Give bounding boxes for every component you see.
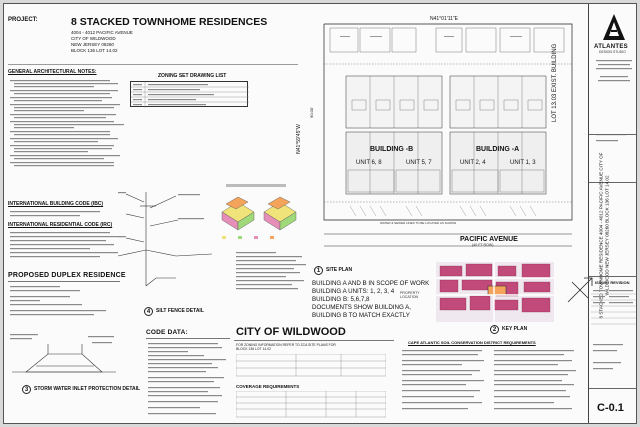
scope-of-work: BUILDING A AND B IN SCOPE OF WORK BUILDI… — [312, 280, 430, 324]
divider — [234, 340, 394, 341]
project-title: 8 STACKED TOWNHOME RESIDENCES — [71, 16, 268, 28]
inlet-protection-drawing — [10, 334, 116, 373]
site-plan-label: SITE PLAN — [326, 267, 353, 273]
project-address-4: BLOCK 136 LOT 14.02 — [71, 48, 118, 53]
firm-subtitle: DESIGN STUDIO — [599, 50, 626, 54]
drawing-sheet: PROJECT: 8 STACKED TOWNHOME RESIDENCES 4… — [3, 3, 637, 424]
project-address-2: CITY OF WILDWOOD — [71, 36, 116, 41]
site-plan-caption: 1 SITE PLAN — [314, 266, 374, 276]
ibc-text — [10, 211, 100, 217]
inlet-detail-number: 3 — [22, 385, 31, 394]
project-address-1: 4004 - 4012 PACIFIC AVENUE — [71, 30, 133, 35]
colored-unit-diagram — [221, 184, 297, 239]
divider — [589, 388, 636, 389]
key-plan-caption: PROPERTY LOCATION — [400, 291, 420, 299]
divider — [589, 276, 636, 277]
ibc-heading: INTERNATIONAL BUILDING CODE (IBC) — [8, 201, 104, 207]
scope-line-3: BUILDING B: 5,6,7,8 — [312, 296, 370, 303]
unit-label-2-4: UNIT 2, 4 — [460, 160, 486, 166]
title-strip: ATLANTES DESIGN STUDIO 8 STACKED TOWNHOM… — [588, 4, 636, 423]
project-address-3: NEW JERSEY 08260 — [71, 42, 114, 47]
sheet-number: C-0.1 — [597, 402, 624, 414]
site-plan: N41°01'11"E N41°59'45"W 90.00' LOT 13.03… — [296, 6, 582, 250]
drawing-list-rows — [131, 82, 249, 108]
site-plan-number: 1 — [314, 266, 323, 275]
issue-revision-heading: ISSUE / REVISION — [595, 280, 630, 285]
key-plan-label: KEY PLAN — [502, 326, 528, 332]
divider — [8, 281, 120, 282]
building-b-label: BUILDING -B — [370, 146, 414, 153]
irc-text — [10, 232, 122, 258]
city-heading: CITY OF WILDWOOD — [236, 326, 346, 338]
inlet-caption: 3 STORM WATER INLET PROTECTION DETAIL — [22, 385, 142, 395]
scope-line-2: BUILDING A UNITS: 1, 2, 3, 4 — [312, 288, 395, 295]
coverage-heading: COVERAGE REQUIREMENTS — [236, 384, 300, 389]
capa-text — [402, 350, 576, 410]
project-label: PROJECT: — [8, 17, 38, 23]
building-key-diagram — [218, 182, 310, 246]
key-plan-drawing — [436, 262, 554, 322]
silt-fence-drawing — [117, 192, 213, 287]
proposed-duplex-heading: PROPOSED DUPLEX RESIDENCE — [8, 272, 126, 279]
inlet-detail-label: STORM WATER INLET PROTECTION DETAIL — [34, 386, 141, 392]
unit-label-1-3: UNIT 1, 3 — [510, 160, 536, 166]
building-a-label: BUILDING -A — [476, 146, 520, 153]
key-plan-number: 2 — [490, 325, 499, 334]
unit-label-6-8: UNIT 6, 8 — [356, 160, 382, 166]
firm-logo-icon — [603, 14, 625, 40]
duplex-notes — [10, 286, 106, 316]
scope-line-1: BUILDING A AND B IN SCOPE OF WORK — [312, 280, 430, 287]
bearing-left: N41°59'45"W — [295, 124, 302, 154]
unit-label-5-7: UNIT 5, 7 — [406, 160, 432, 166]
firm-info-text — [596, 60, 632, 142]
divider — [589, 182, 636, 183]
silt-fence-detail-number: 4 — [144, 307, 153, 316]
code-data-block: CODE DATA: — [146, 329, 230, 421]
zoning-table — [236, 354, 386, 377]
general-notes-text — [10, 80, 124, 167]
adjacent-lot-label: LOT 13.03 EXIST. BUILDING — [552, 43, 558, 122]
avenue-sublabel: (40 FT ROW) — [472, 243, 494, 247]
code-data-heading: CODE DATA: — [146, 329, 188, 336]
firm-name: ATLANTES — [594, 44, 628, 50]
scope-line-5: BUILDING B TO MATCH EXACTLY — [312, 312, 410, 319]
zoning-reference: FOR ZONING INFORMATION REFER TO ZCA SITE… — [236, 343, 336, 351]
utility-note: WATER & SEWER LINES TO BE LOCATED AS SHO… — [380, 221, 457, 225]
code-data-text — [148, 343, 226, 415]
capa-block: CAPE ATLANTIC SOIL CONSERVATION DISTRICT… — [400, 340, 578, 420]
site-plan-drawing — [323, 23, 573, 247]
key-plan-map — [436, 262, 554, 322]
drawing-list-block: ZONING SET DRAWING LIST — [130, 73, 249, 108]
dimension-left: 90.00' — [308, 107, 314, 118]
silt-fence-detail-label: SILT FENCE DETAIL — [156, 308, 204, 314]
drawing-list-table — [130, 81, 249, 108]
coverage-table — [236, 391, 386, 418]
divider — [8, 64, 298, 65]
bearing-top: N41°01'11"E — [430, 16, 458, 22]
title-block: PROJECT: 8 STACKED TOWNHOME RESIDENCES 4… — [8, 16, 267, 63]
general-notes-heading: GENERAL ARCHITECTURAL NOTES: — [8, 69, 97, 75]
capa-heading: CAPE ATLANTIC SOIL CONSERVATION DISTRICT… — [408, 340, 536, 345]
general-notes-block: GENERAL ARCHITECTURAL NOTES: — [8, 70, 126, 194]
revision-table — [591, 290, 636, 370]
irc-heading: INTERNATIONAL RESIDENTIAL CODE (IRC) — [8, 222, 113, 228]
drawing-list-heading: ZONING SET DRAWING LIST — [158, 73, 227, 79]
scope-line-4: DOCUMENTS SHOW BUILDING A, — [312, 304, 412, 311]
silt-fence-caption: 4 SILT FENCE DETAIL — [144, 307, 224, 317]
site-notes — [236, 252, 306, 290]
avenue-label: PACIFIC AVENUE — [460, 236, 518, 243]
divider — [589, 134, 636, 135]
key-plan-title: 2 KEY PLAN — [490, 325, 550, 335]
city-block: CITY OF WILDWOOD FOR ZONING INFORMATION … — [234, 326, 396, 422]
divider — [146, 338, 230, 339]
